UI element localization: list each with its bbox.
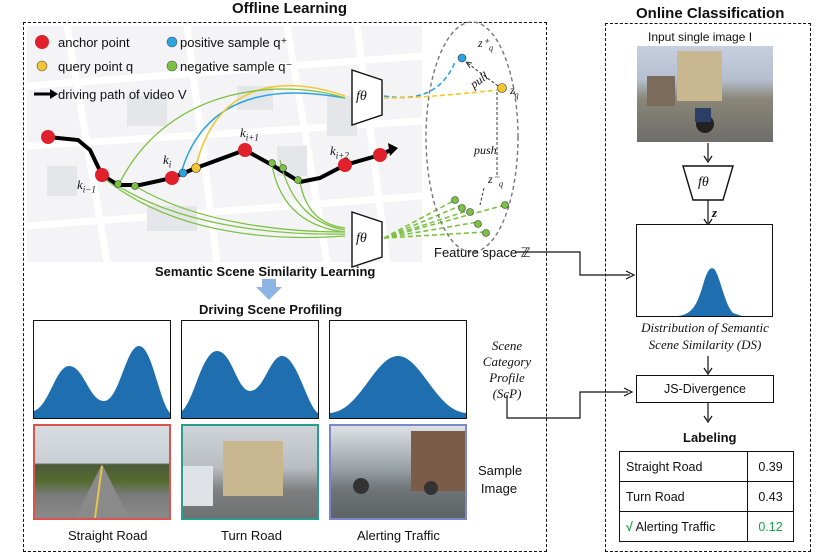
zq-point: [497, 83, 507, 93]
path-arrowhead: [388, 143, 398, 156]
encoder-bottom-label: fθ: [356, 231, 367, 246]
zq-minus-point: [501, 201, 509, 209]
profile-straight-road: [33, 320, 171, 419]
anchor-point: [338, 158, 352, 172]
encoder-online-label: fθ: [698, 175, 709, 190]
zq-minus-point: [474, 220, 482, 228]
encoder-top: [351, 69, 383, 126]
profile-curve: [34, 346, 170, 418]
labeling-table: Straight Road 0.39 Turn Road 0.43 √ Aler…: [619, 451, 794, 542]
label-cell: Straight Road: [619, 451, 748, 482]
z-label: z: [712, 205, 718, 220]
legend-negative-dot: [166, 60, 178, 72]
labeling-title: Labeling: [683, 430, 737, 445]
sample-image-turn-road: [181, 424, 319, 520]
legend-query-dot: [36, 60, 48, 72]
online-classification-panel: [605, 23, 811, 552]
legend-query-label: query point q: [58, 59, 134, 74]
legend-symbols: [34, 35, 178, 99]
negative-sample-point: [268, 159, 276, 167]
table-row: Straight Road 0.39: [619, 451, 794, 482]
category-label-straight: Straight Road: [68, 528, 148, 543]
profile-curve: [330, 356, 466, 418]
anchor-label-ki-minus1: ki−1: [77, 177, 96, 195]
ds-histogram: [636, 224, 773, 317]
feature-space-label: Feature space ℤ: [434, 245, 531, 260]
zq-minus-label: z⁻q: [488, 172, 504, 189]
legend-anchor-dot: [35, 35, 49, 49]
encoder-online: [682, 165, 734, 201]
profile-curve: [182, 351, 318, 418]
offline-learning-title: Offline Learning: [232, 0, 348, 17]
legend-anchor-label: anchor point: [58, 35, 130, 50]
label-cell: √ Alerting Traffic: [619, 511, 748, 542]
anchor-point: [41, 130, 55, 144]
zq-minus-point: [482, 229, 490, 237]
anchor-point: [95, 168, 109, 182]
profile-turn-road: [181, 320, 319, 419]
negative-sample-point: [131, 182, 139, 190]
encoder-top-label: fθ: [356, 89, 367, 104]
anchor-point: [373, 148, 387, 162]
legend-negative-label: negative sample q⁻: [180, 59, 293, 74]
anchor-label-ki: ki: [163, 152, 172, 170]
negative-sample-point: [279, 164, 287, 172]
zq-label: zq: [510, 83, 519, 100]
anchor-point: [165, 171, 179, 185]
zq-plus-point: [457, 53, 467, 63]
profiling-title: Driving Scene Profiling: [199, 302, 343, 317]
negative-sample-point: [114, 180, 122, 188]
positive-sample-point: [178, 168, 188, 178]
push-label: push: [474, 143, 497, 157]
feature-space-ellipse: [425, 21, 519, 253]
legend-path-label: driving path of video V: [58, 87, 187, 102]
encoder-bottom: [351, 211, 383, 268]
value-cell: 0.12: [747, 511, 794, 542]
zq-plus-label: z⁺q: [478, 36, 494, 53]
label-cell: Turn Road: [619, 481, 748, 512]
input-image-label: Input single image I: [648, 30, 753, 44]
zq-minus-point: [451, 196, 459, 204]
query-point: [191, 163, 201, 173]
sample-image-alerting-traffic: [329, 424, 467, 520]
zq-minus-point: [466, 208, 474, 216]
legend-positive-label: positive sample q⁺: [180, 35, 288, 50]
js-divergence-box: JS-Divergence: [636, 375, 774, 403]
category-label-turn: Turn Road: [221, 528, 282, 543]
table-row: Turn Road 0.43: [619, 481, 794, 512]
online-classification-title: Online Classification: [636, 5, 785, 22]
zq-minus-point: [458, 204, 466, 212]
ds-histogram-bars: [637, 268, 772, 316]
flow-down-arrow: [256, 279, 282, 300]
category-label-alerting: Alerting Traffic: [357, 528, 440, 543]
profile-alerting-traffic: [329, 320, 467, 419]
legend-positive-dot: [166, 36, 178, 48]
anchor-label-ki-plus1: ki+1: [240, 125, 259, 143]
offline-learning-panel: [23, 22, 547, 552]
anchor-label-ki-plus2: ki+2: [330, 143, 349, 161]
semantic-learning-label: Semantic Scene Similarity Learning: [155, 264, 376, 279]
negative-sample-point: [294, 176, 302, 184]
value-cell: 0.43: [747, 481, 794, 512]
input-image: [637, 46, 773, 142]
table-row: √ Alerting Traffic 0.12: [619, 511, 794, 542]
sample-image-straight-road: [33, 424, 171, 520]
anchor-point: [238, 143, 252, 157]
value-cell: 0.39: [747, 451, 794, 482]
